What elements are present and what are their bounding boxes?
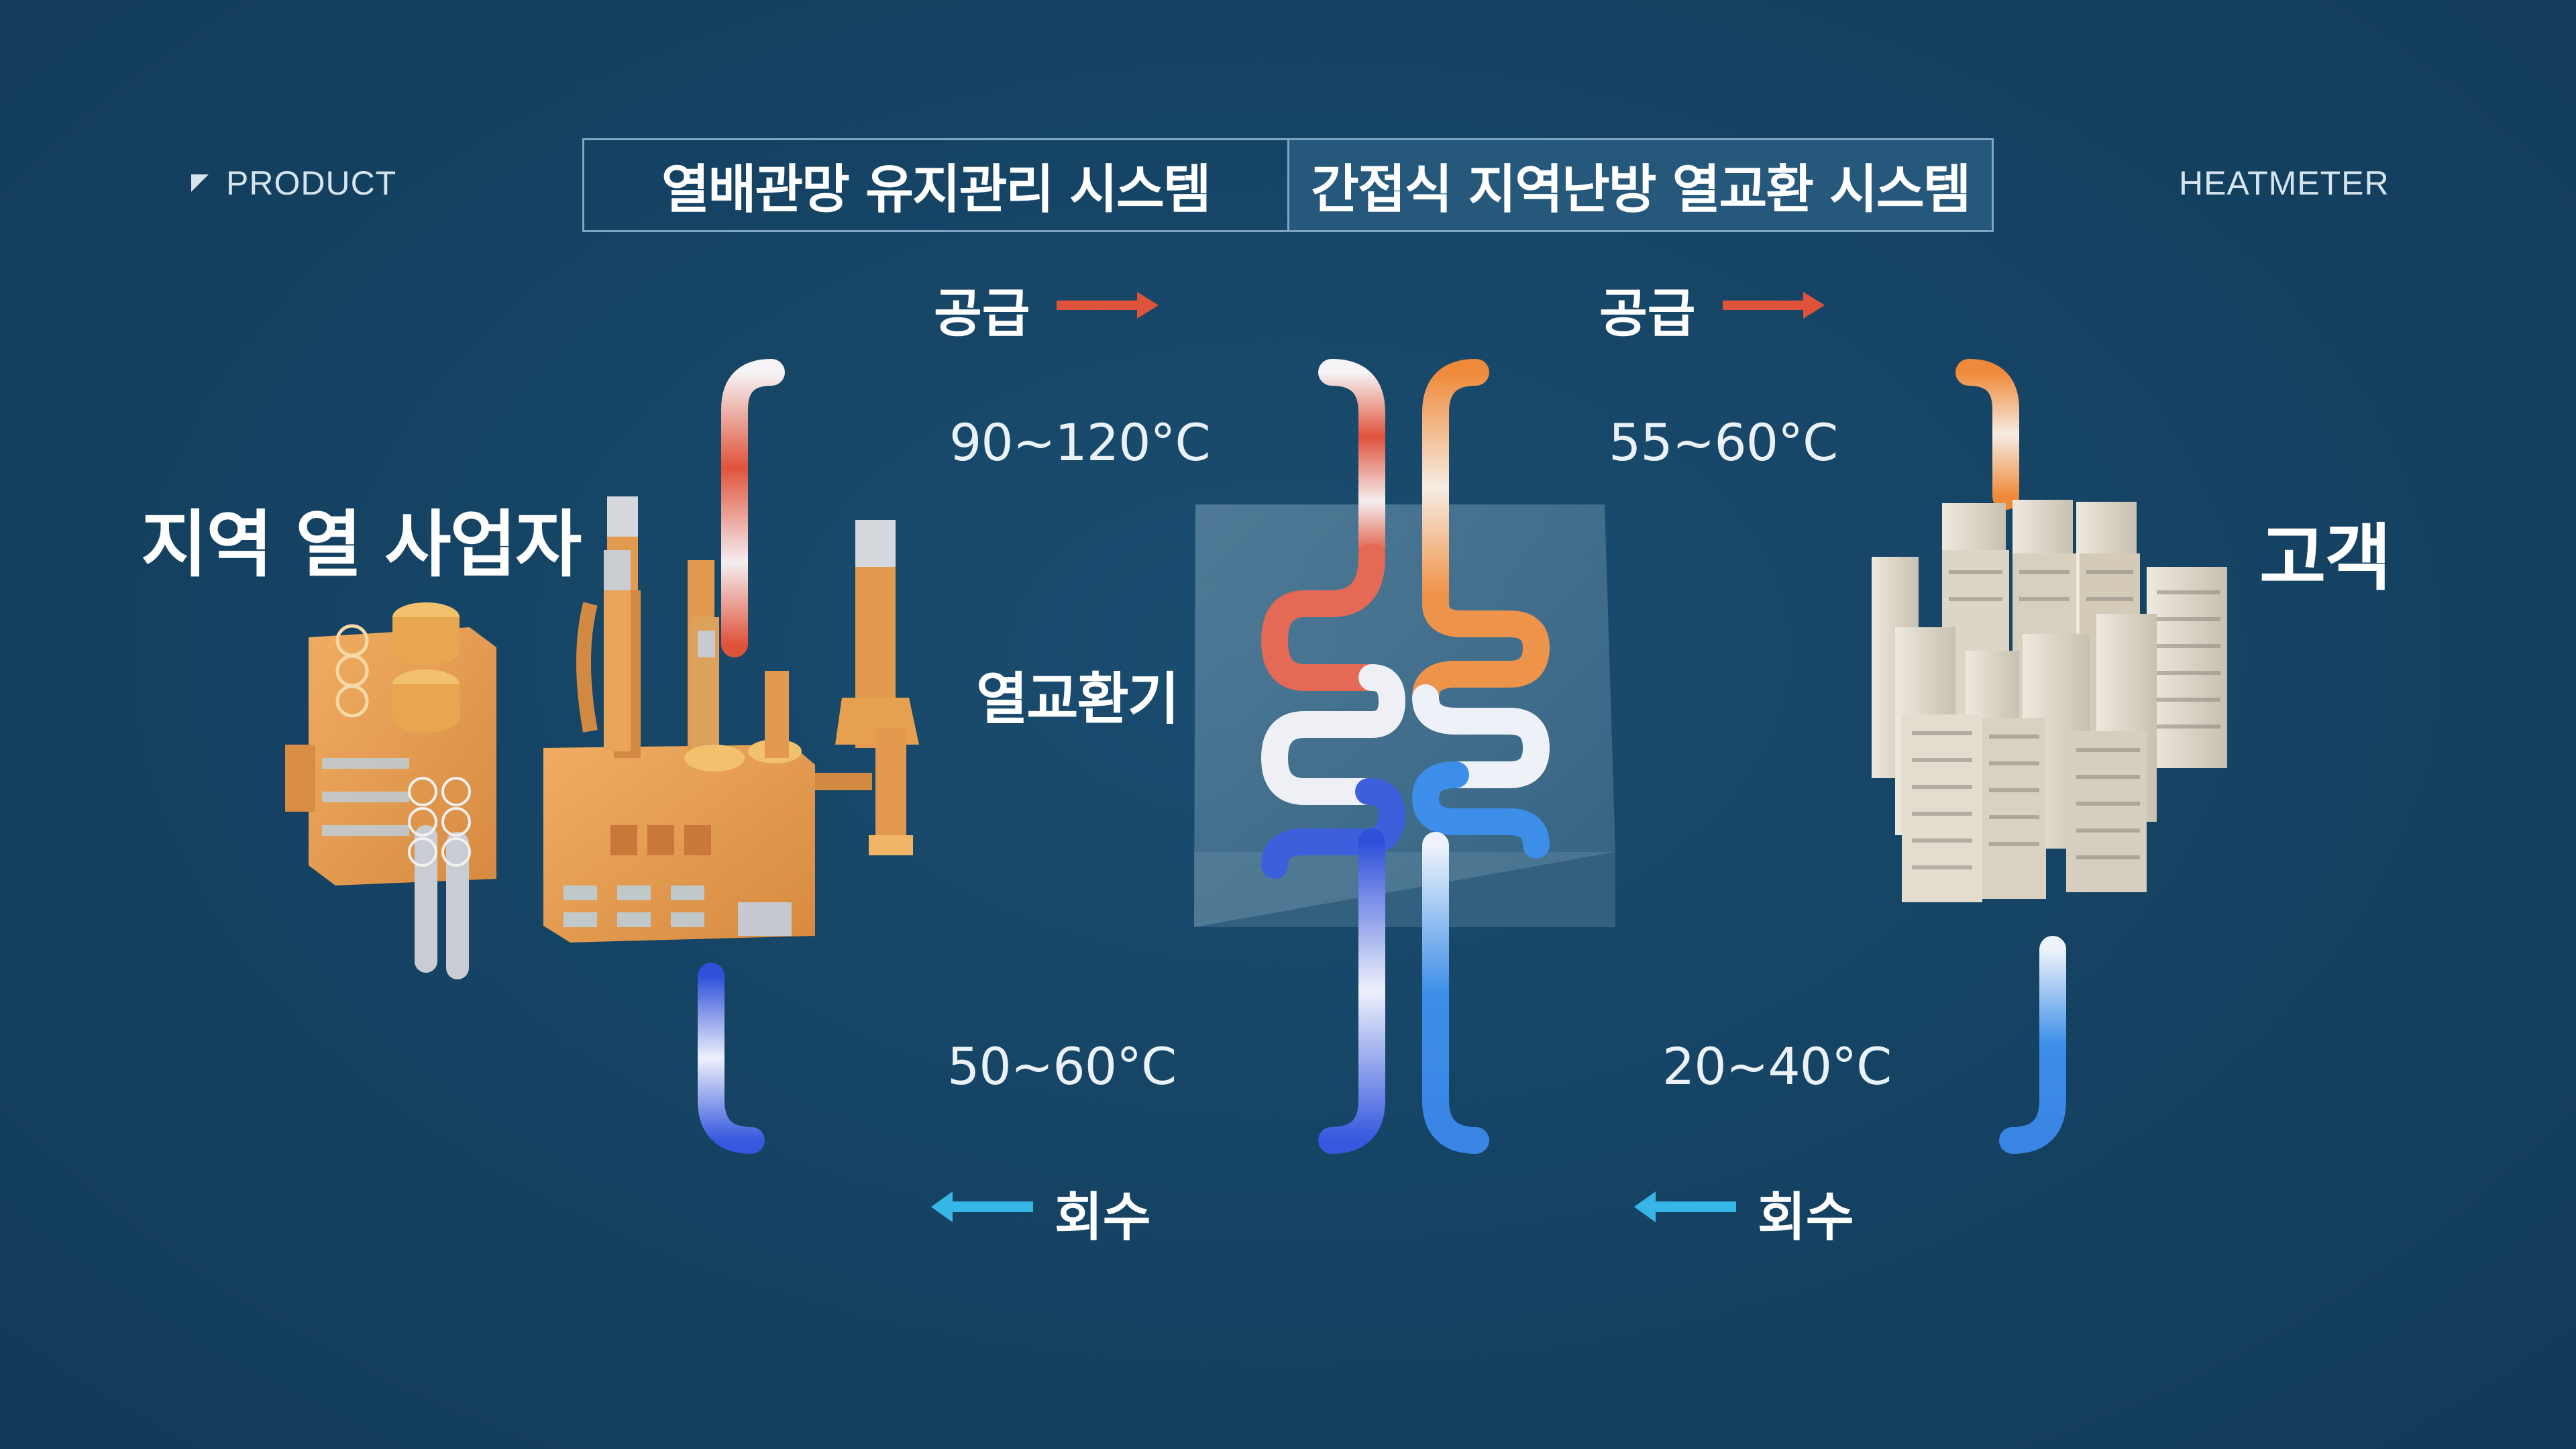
- tab-label: 간접식 지역난방 열교환 시스템: [1311, 160, 1971, 220]
- brand-label: PRODUCT: [191, 164, 396, 203]
- secondary-supply-arrow: [1723, 292, 1825, 319]
- tab-pipe-network-maintenance[interactable]: 열배관망 유지관리 시스템: [584, 140, 1287, 230]
- secondary-return-label: 회수: [1758, 1187, 1854, 1248]
- brand-text: PRODUCT: [226, 164, 397, 202]
- primary-supply-temperature: 90~120°C: [949, 413, 1211, 472]
- primary-supply-label: 공급: [934, 284, 1030, 344]
- heat-exchanger-label: 열교환기: [976, 666, 1179, 732]
- heatmeter-label: HEATMETER: [2179, 164, 2390, 202]
- secondary-loop-pipe: [1412, 359, 2066, 1154]
- secondary-supply-label: 공급: [1599, 284, 1696, 344]
- heat-exchanger-box: [1194, 504, 1615, 927]
- district-heat-plant-illustration: [285, 496, 919, 979]
- primary-return-temperature: 50~60°C: [947, 1036, 1177, 1096]
- primary-supply-arrow: [1057, 292, 1159, 319]
- primary-loop-pipe: [698, 359, 1405, 1154]
- customer-buildings-illustration: [1872, 500, 2227, 902]
- customer-label: 고객: [2259, 517, 2392, 600]
- brand-mark-icon: [191, 174, 209, 192]
- tab-indirect-heat-exchange[interactable]: 간접식 지역난방 열교환 시스템: [1287, 140, 1992, 230]
- secondary-return-arrow: [1634, 1191, 1736, 1222]
- supplier-label: 지역 열 사업자: [141, 503, 582, 587]
- primary-return-label: 회수: [1055, 1187, 1151, 1248]
- secondary-supply-temperature: 55~60°C: [1609, 413, 1838, 472]
- system-tabs: 열배관망 유지관리 시스템 간접식 지역난방 열교환 시스템: [582, 138, 1994, 232]
- secondary-return-temperature: 20~40°C: [1662, 1036, 1892, 1096]
- primary-return-arrow: [931, 1191, 1033, 1222]
- tab-label: 열배관망 유지관리 시스템: [661, 160, 1212, 220]
